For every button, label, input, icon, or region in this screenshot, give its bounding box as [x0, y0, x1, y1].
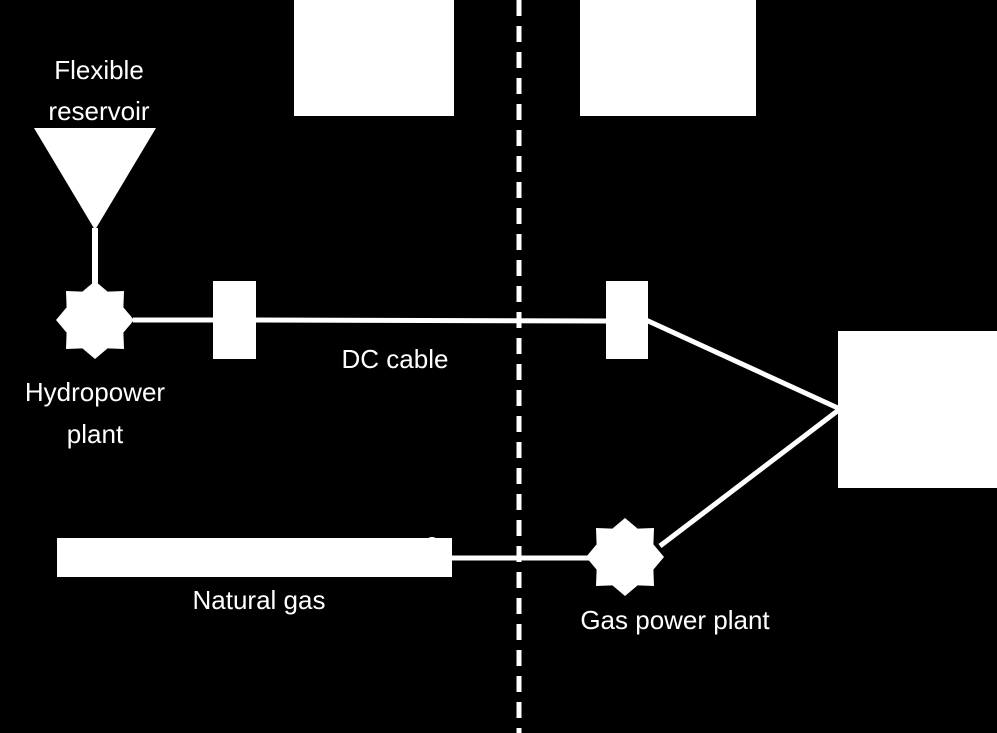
natural-gas-label: Natural gas: [193, 585, 326, 615]
gas-plant-to-load-line: [658, 407, 842, 548]
hydropower-label-line2: plant: [67, 419, 124, 449]
top-right-block: [580, 0, 756, 116]
reservoir-label-line1: Flexible: [54, 55, 144, 85]
pipeline-end-cap: [425, 537, 439, 551]
converter-to-load-line: [644, 317, 842, 412]
gas-power-plant-icon: [586, 518, 664, 596]
reservoir-label-line2: reservoir: [48, 96, 149, 126]
hydropower-plant-icon: [56, 281, 134, 359]
hydropower-label-line1: Hydropower: [25, 377, 166, 407]
top-left-block: [294, 0, 454, 116]
converter-right: [606, 281, 648, 359]
natural-gas-pipeline: [57, 538, 452, 577]
load-block: [838, 331, 997, 488]
flexible-reservoir-icon: [34, 128, 156, 230]
dc-cable-label: DC cable: [342, 344, 449, 374]
converter-left: [213, 281, 256, 359]
dc-cable-line: [254, 317, 609, 324]
gas-power-plant-label: Gas power plant: [580, 605, 770, 635]
